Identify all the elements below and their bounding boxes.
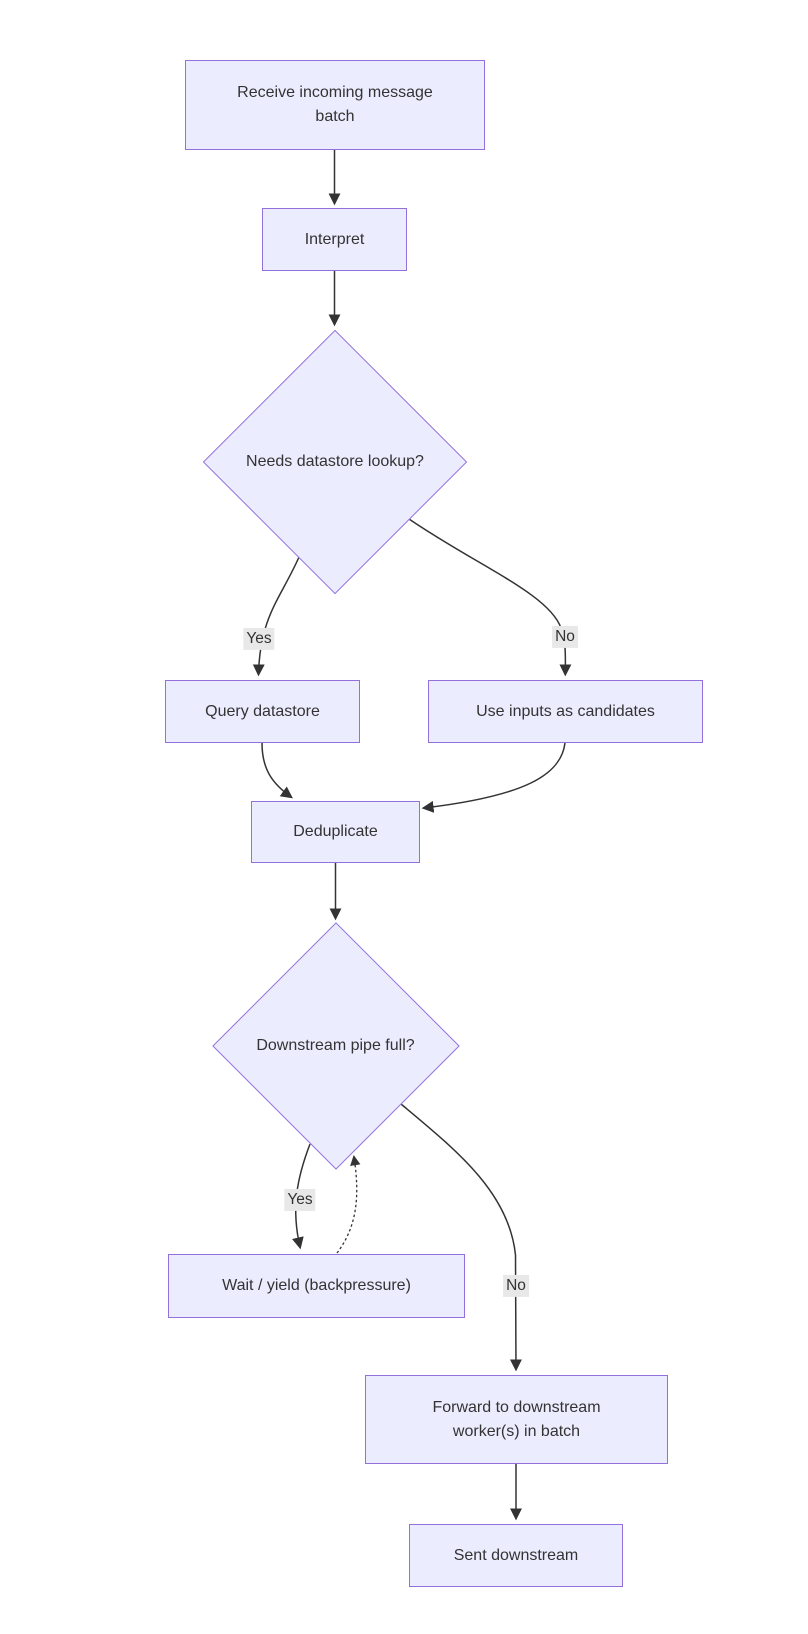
node-label: Deduplicate (293, 823, 378, 840)
node-use-inputs-as-candidates: Use inputs as candidates (428, 680, 703, 743)
node-label: Wait / yield (backpressure) (222, 1277, 411, 1294)
edge-label-no-2: No (503, 1274, 529, 1298)
node-forward-to-downstream: Forward to downstream worker(s) in batch (365, 1375, 668, 1464)
node-label: Needs datastore lookup? (246, 452, 424, 470)
node-label: Sent downstream (453, 1546, 579, 1564)
node-query-datastore: Query datastore (165, 680, 360, 743)
node-deduplicate: Deduplicate (251, 801, 420, 863)
node-sent-downstream: Sent downstream (409, 1524, 623, 1587)
edge-label-yes-1: Yes (243, 627, 275, 651)
node-needs-datastore-lookup: Needs datastore lookup? (202, 329, 468, 594)
node-label: Downstream pipe full? (256, 1036, 415, 1054)
node-downstream-pipe-full: Downstream pipe full? (210, 921, 461, 1170)
node-label: Interpret (304, 230, 365, 248)
edge-label-yes-2: Yes (284, 1188, 316, 1212)
edge-wait-pipe-full-retry (336, 1154, 361, 1254)
node-label: Receive incoming message batch (237, 84, 433, 125)
edge-label-no-1: No (552, 625, 578, 649)
node-interpret: Interpret (262, 208, 407, 271)
node-label: Query datastore (205, 702, 320, 720)
node-wait-yield-backpressure: Wait / yield (backpressure) (168, 1254, 465, 1318)
node-label: Forward to downstream worker(s) in batch (432, 1398, 601, 1440)
edge-use-inputs-dedupe (421, 742, 566, 813)
edge-query-dedupe (261, 742, 293, 799)
node-label: Use inputs as candidates (476, 702, 655, 720)
node-receive-incoming-batch: Receive incoming message batch (185, 60, 485, 150)
